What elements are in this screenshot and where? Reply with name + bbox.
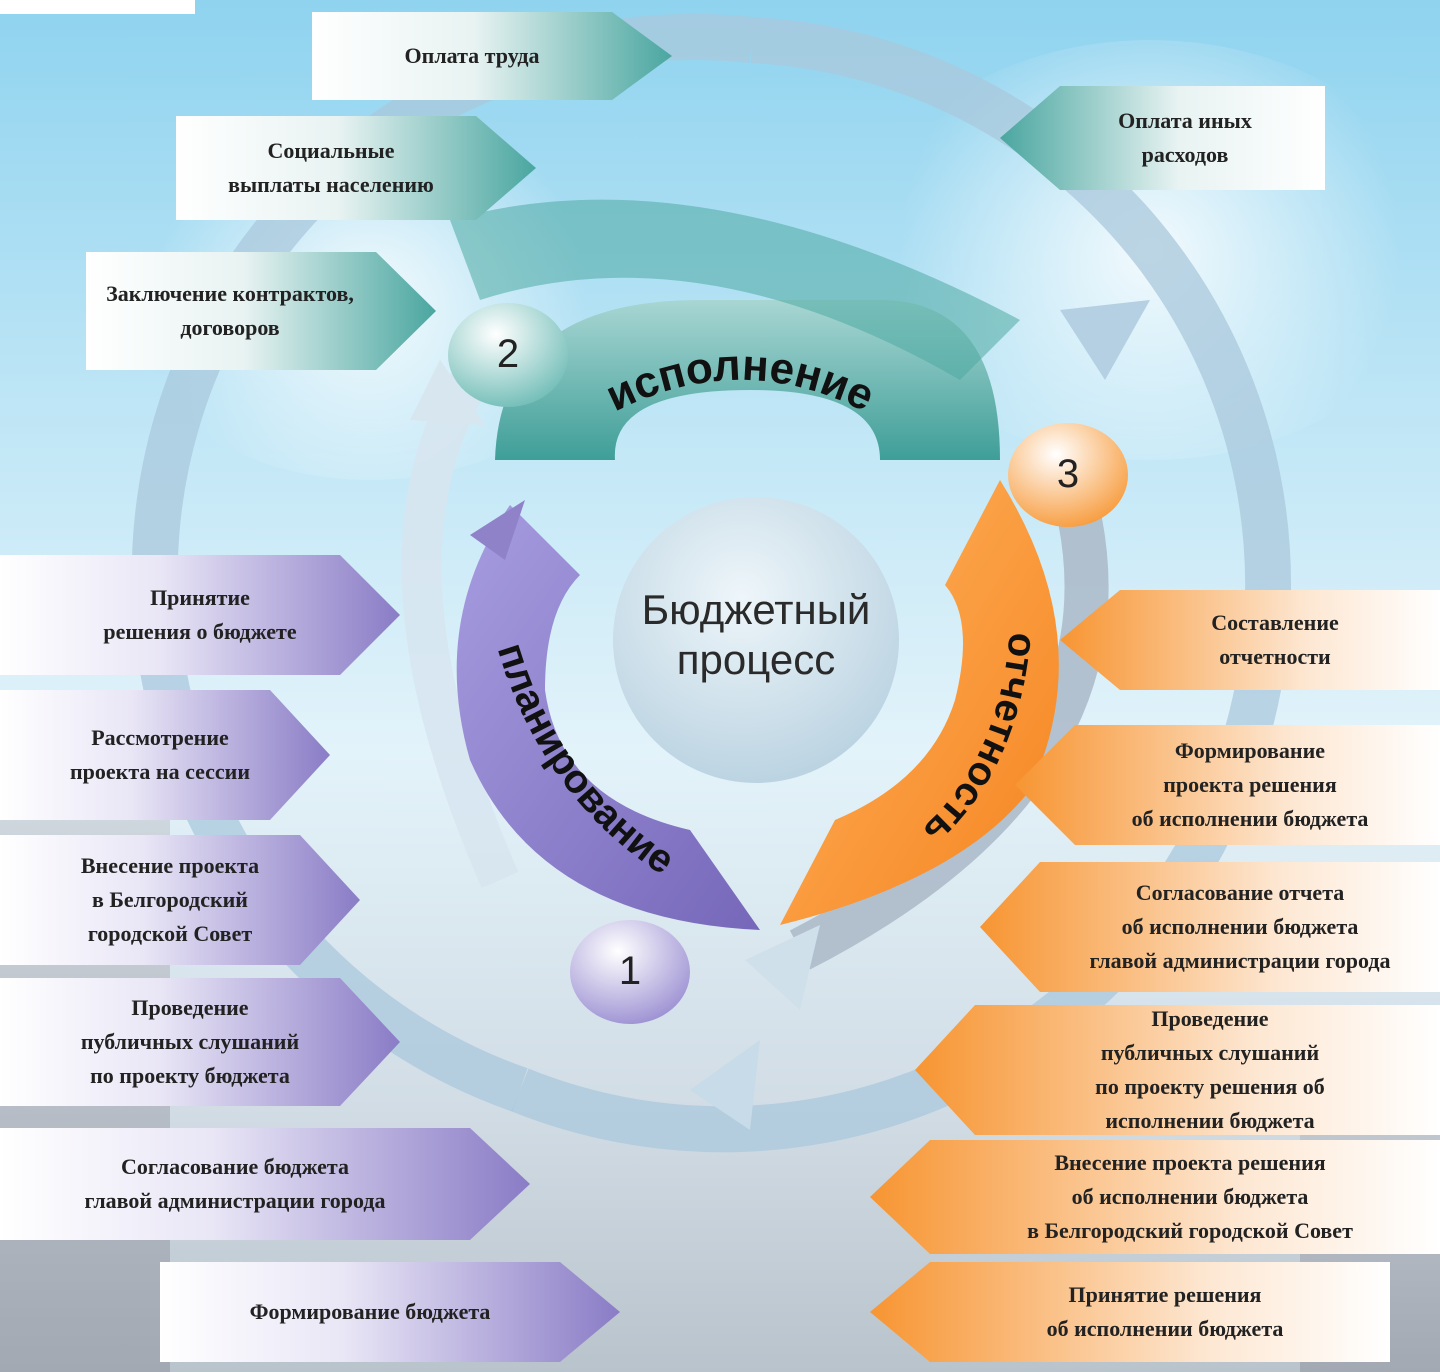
execution-tag-shape-3 xyxy=(86,252,436,370)
stage-3-ball xyxy=(1008,423,1128,527)
planning-tag-shape-5 xyxy=(0,1128,530,1240)
reporting-tag-5: Внесение проекта решения об исполнении б… xyxy=(1027,1149,1353,1244)
execution-tag-1: Оплата труда xyxy=(404,42,540,68)
stage-1-ball xyxy=(570,920,690,1024)
reporting-tag-4: Проведение публичных слушаний по проекту… xyxy=(1095,1005,1325,1134)
execution-tag-shape-1 xyxy=(312,12,672,100)
stage-3-number: 3 xyxy=(1056,451,1080,496)
reporting-tag-shape-2 xyxy=(1015,725,1440,845)
inner-arrow-head xyxy=(745,925,820,1010)
execution-tag-3: Заключение контрактов, договоров xyxy=(106,280,354,340)
reporting-tag-3: Согласование отчета об исполнении бюджет… xyxy=(1089,879,1391,974)
planning-tag-shape-1 xyxy=(0,555,400,675)
planning-tag-1: Принятие решения о бюджете xyxy=(103,584,297,644)
reporting-tag-2: Формирование проекта решения об исполнен… xyxy=(1131,737,1369,832)
planning-tag-shape-6 xyxy=(160,1262,620,1362)
outer-arrow-head xyxy=(1060,300,1150,380)
planning-tag-3: Внесение проекта в Белгородский городско… xyxy=(80,852,260,947)
execution-arc xyxy=(495,300,1000,460)
planning-tag-6: Формирование бюджета xyxy=(249,1298,491,1324)
stage-2-number: 2 xyxy=(496,331,520,376)
stage-1-number: 1 xyxy=(618,948,642,993)
reporting-tag-shape-4 xyxy=(915,1005,1440,1135)
execution-arc-top xyxy=(450,199,1020,380)
center-title-line1: Бюджетный xyxy=(641,586,871,633)
planning-tag-4: Проведение публичных слушаний по проекту… xyxy=(80,994,300,1089)
logo xyxy=(0,0,195,14)
execution-tag-shape-4 xyxy=(1000,86,1325,190)
planning-tag-shape-3 xyxy=(0,835,360,965)
reporting-tag-shape-3 xyxy=(980,862,1440,992)
reporting-tag-shape-6 xyxy=(870,1262,1390,1362)
execution-tag-2: Социальные выплаты населению xyxy=(228,137,434,197)
planning-tag-shape-4 xyxy=(0,978,400,1106)
inner-arc-left xyxy=(401,369,519,889)
center-title: Бюджетный процесс xyxy=(613,585,899,686)
stage-2-ball xyxy=(448,303,568,407)
reporting-tag-6: Принятие решения об исполнении бюджета xyxy=(1046,1281,1284,1341)
outer-arrow-head xyxy=(690,1040,760,1130)
reporting-tag-shape-5 xyxy=(870,1140,1440,1254)
planning-arrow-head xyxy=(470,500,525,560)
planning-arc xyxy=(456,505,760,930)
planning-tag-2: Рассмотрение проекта на сессии xyxy=(69,724,251,784)
reporting-tag-shape-1 xyxy=(1060,590,1440,690)
inner-arrow-head xyxy=(410,360,485,425)
reporting-tag-1: Составление отчетности xyxy=(1211,609,1339,669)
reporting-arc xyxy=(780,480,1059,925)
execution-tag-4: Оплата иных расходов xyxy=(1118,107,1252,167)
center-title-line2: процесс xyxy=(676,636,836,684)
planning-tag-shape-2 xyxy=(0,690,330,820)
center-circle xyxy=(613,497,899,783)
planning-tag-5: Согласование бюджета главой администраци… xyxy=(84,1153,386,1213)
execution-tag-shape-2 xyxy=(176,116,536,220)
